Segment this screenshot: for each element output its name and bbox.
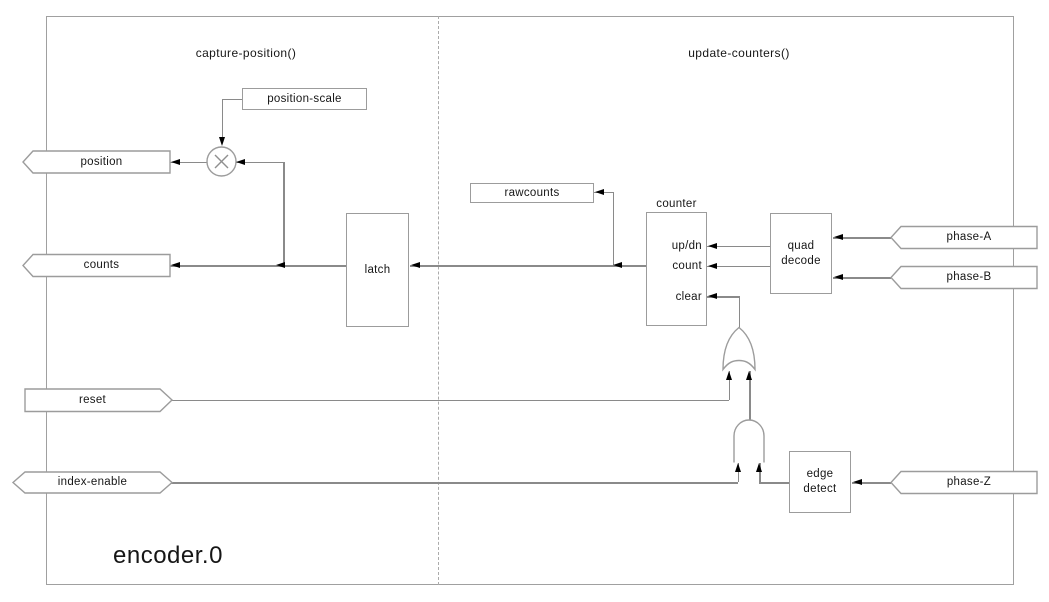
block-rawcounts: rawcounts — [470, 183, 594, 203]
pin-shape-phase-b — [891, 267, 1037, 289]
arrow-left-icon — [834, 274, 843, 280]
pin-shape-reset — [25, 389, 172, 412]
pin-shape-phase-z — [891, 472, 1037, 494]
wire-clear-h — [707, 296, 740, 298]
counter-input-clear: clear — [675, 290, 702, 303]
block-rawcounts-label: rawcounts — [504, 186, 560, 199]
arrow-left-icon — [236, 158, 245, 165]
wire-scale-feed-h — [222, 98, 242, 100]
arrow-up-icon — [756, 462, 762, 472]
arrow-up-icon — [734, 462, 741, 472]
block-counter-title: counter — [656, 198, 697, 210]
arrow-left-icon — [834, 234, 843, 240]
wire-quad-count — [707, 265, 770, 267]
wire-scale-feed-v — [221, 99, 223, 138]
component-outline — [46, 16, 1014, 585]
wire-quad-updn — [707, 245, 770, 247]
wire-counts-line — [170, 265, 346, 267]
and-gate-icon — [734, 420, 764, 463]
wire-edge-out — [759, 482, 789, 484]
wire-reset-riser — [728, 371, 730, 400]
block-quad-decode-label-line2: decode — [781, 254, 821, 267]
block-edge-detect-label-line1: edge — [806, 468, 834, 480]
pin-label-index-enable: index-enable — [57, 475, 128, 488]
arrow-left-icon — [171, 158, 180, 165]
wire-index-riser — [737, 463, 739, 482]
wire-multiplier-in-h — [236, 161, 284, 163]
wire-or-out — [738, 296, 740, 328]
block-quad-decode: quad decode — [770, 213, 832, 294]
counter-input-count: count — [672, 260, 702, 272]
pin-label-phase-b: phase-B — [946, 270, 992, 283]
arrow-left-icon — [276, 262, 285, 268]
multiply-x-stroke2 — [215, 155, 228, 168]
pin-label-phase-z: phase-Z — [946, 475, 992, 488]
pin-label-reset: reset — [78, 393, 107, 406]
section-title-update-counters: update-counters() — [688, 46, 790, 60]
arrow-left-icon — [853, 479, 862, 485]
pin-shape-position — [23, 151, 170, 173]
block-edge-detect: edge detect — [789, 451, 851, 513]
arrow-left-icon — [411, 262, 420, 268]
pin-label-position: position — [80, 155, 123, 168]
or-gate-icon — [723, 328, 755, 370]
block-position-scale: position-scale — [242, 88, 367, 110]
section-divider-dashed-line — [438, 16, 439, 585]
pin-label-phase-a: phase-A — [946, 230, 992, 243]
wire-edge-riser — [759, 463, 761, 482]
block-position-scale-label: position-scale — [267, 92, 342, 105]
pin-shape-phase-a — [891, 227, 1037, 249]
block-edge-detect-label-line2: detect — [803, 483, 837, 495]
pin-shape-counts — [23, 255, 170, 277]
wire-phase-b — [833, 277, 891, 279]
wire-and-out — [749, 371, 751, 420]
arrow-up-icon — [725, 370, 732, 380]
block-latch-label: latch — [364, 263, 391, 276]
wire-phase-z — [852, 482, 891, 484]
wire-position-out — [170, 161, 207, 163]
wire-counter-to-latch — [410, 265, 646, 267]
arrow-left-icon — [708, 242, 717, 249]
block-counter — [646, 212, 707, 326]
block-quad-decode-label-line1: quad — [787, 239, 815, 252]
arrow-left-icon — [708, 262, 717, 269]
pin-label-counts: counts — [83, 258, 120, 271]
pin-shape-index-enable — [13, 472, 172, 493]
block-latch: latch — [346, 213, 409, 327]
wire-phase-a — [833, 237, 891, 239]
arrow-down-icon — [218, 137, 225, 146]
arrow-left-icon — [613, 262, 622, 268]
arrow-left-icon — [171, 262, 180, 268]
wire-index-enable — [171, 482, 738, 484]
arrow-left-icon — [595, 188, 604, 195]
section-title-capture-position: capture-position() — [195, 46, 297, 60]
arrow-up-icon — [746, 370, 752, 380]
wire-multiplier-in-v — [283, 162, 285, 266]
wire-rawcounts-riser — [612, 192, 614, 266]
component-name: encoder.0 — [113, 542, 223, 569]
wire-reset — [171, 399, 729, 401]
arrow-left-icon — [708, 293, 717, 299]
counter-input-updn: up/dn — [671, 240, 702, 252]
